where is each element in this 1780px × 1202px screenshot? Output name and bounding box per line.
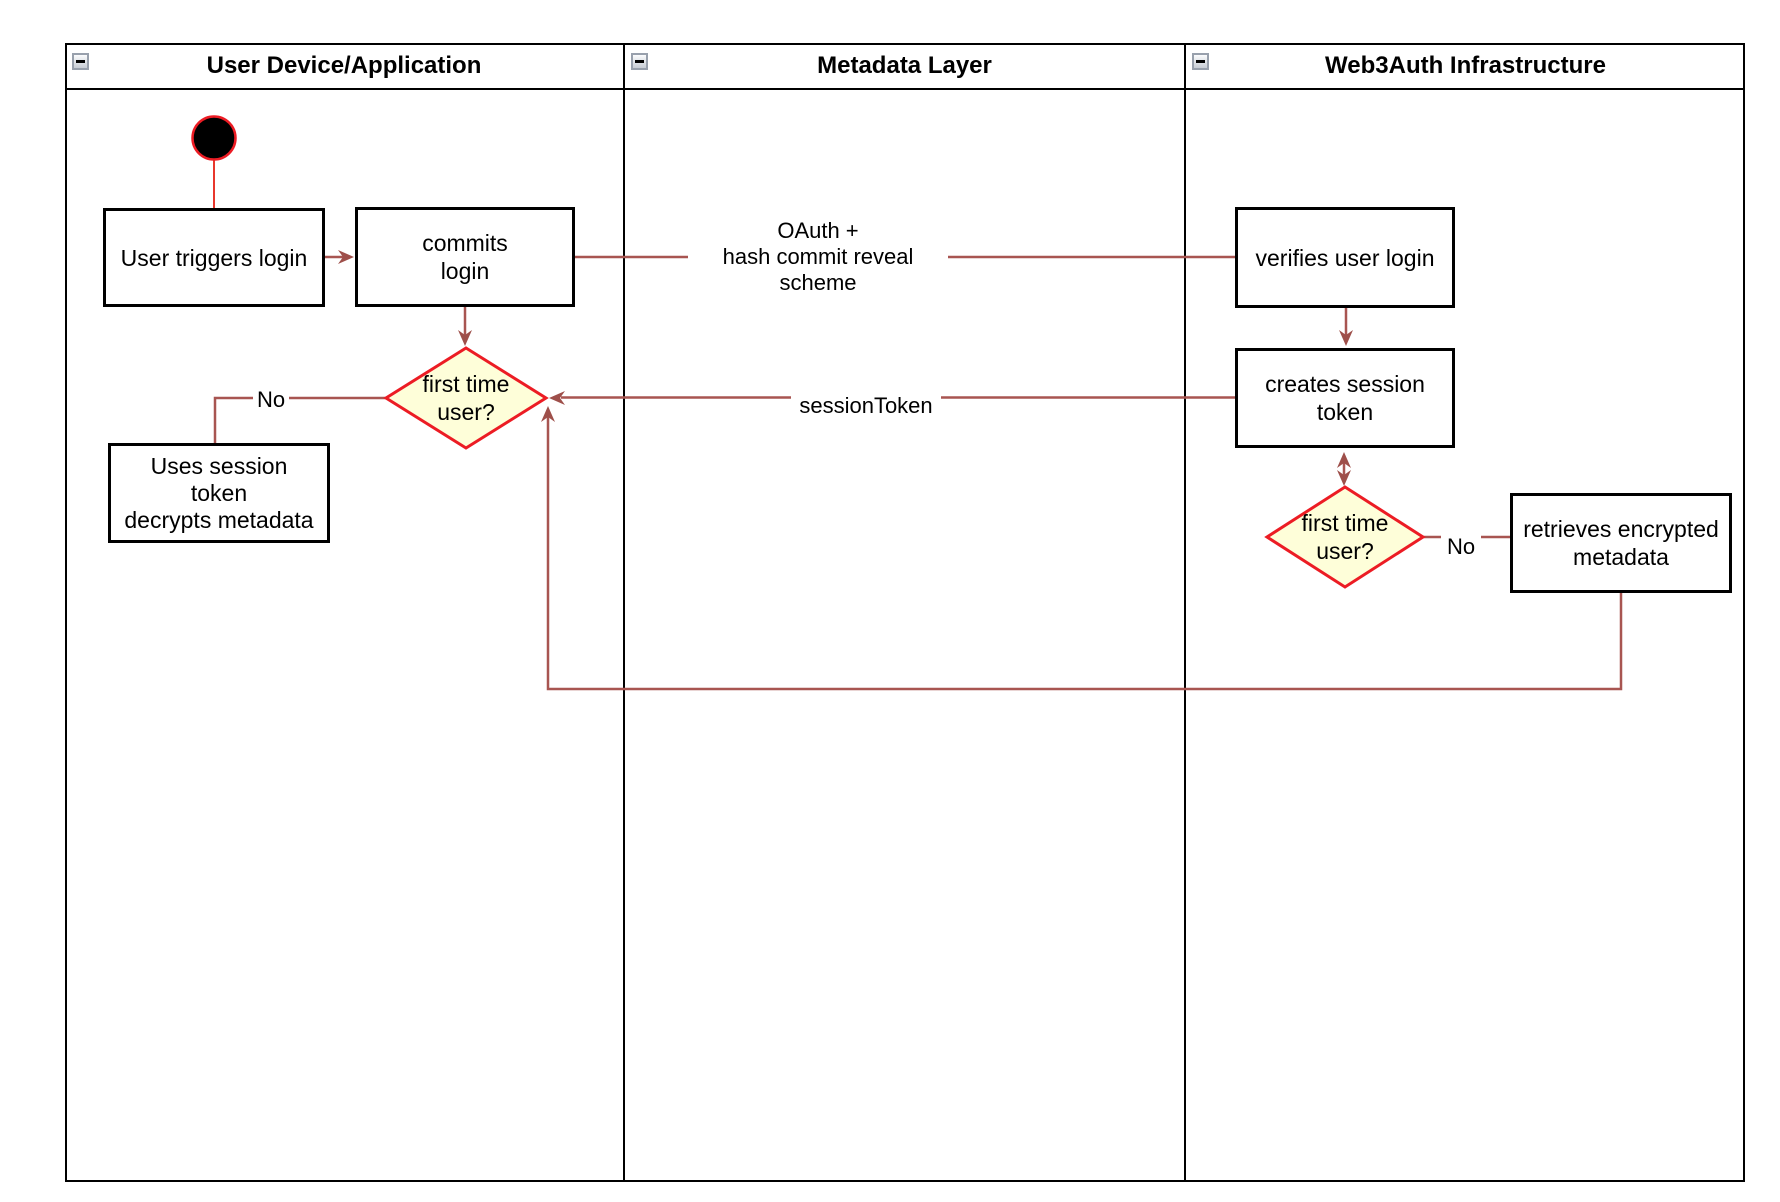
- activity-verifies-user-login[interactable]: verifies user login: [1235, 207, 1455, 308]
- activity-uses-session-token[interactable]: Uses session token decrypts metadata: [108, 443, 330, 543]
- lane-header-underline: [65, 88, 1745, 90]
- lane-divider-1: [623, 43, 625, 1182]
- edge-label-oauth-hash-commit-reveal: OAuth + hash commit reveal scheme: [688, 218, 948, 295]
- minus-icon: [76, 60, 85, 63]
- activity-label: Uses session token decrypts metadata: [124, 452, 314, 533]
- activity-label: verifies user login: [1255, 244, 1435, 271]
- lane-title-user-device: User Device/Application: [206, 51, 482, 79]
- arrowhead-down-into-creates: [1339, 330, 1353, 346]
- arrowhead-down-into-decision1: [458, 330, 472, 346]
- activity-label: User triggers login: [120, 244, 308, 271]
- lane-title-web3auth: Web3Auth Infrastructure: [1325, 51, 1606, 79]
- edge-label-no-device: No: [253, 387, 289, 412]
- arrowhead-left-into-decision1: [549, 391, 565, 405]
- activity-label: commits login: [422, 230, 508, 284]
- lane-divider-2: [1184, 43, 1186, 1182]
- edge-label-no-infra: No: [1441, 534, 1481, 559]
- arrowhead-right-into-commits: [338, 250, 354, 264]
- edge-label-session-token: sessionToken: [791, 393, 941, 419]
- minus-collapse-icon-lane3[interactable]: [1192, 53, 1209, 70]
- arrowhead-up-into-decision1: [541, 406, 555, 422]
- edge-no-to-uses-session: [213, 396, 388, 443]
- edge-retrieves-feedback-loop: [546, 409, 1623, 691]
- activity-creates-session-token[interactable]: creates session token: [1235, 348, 1455, 448]
- activity-commits-login[interactable]: commits login: [355, 207, 575, 307]
- minus-icon: [1196, 60, 1205, 63]
- activity-label: creates session token: [1265, 371, 1425, 425]
- minus-collapse-icon-lane1[interactable]: [72, 53, 89, 70]
- activity-user-triggers-login[interactable]: User triggers login: [103, 208, 325, 307]
- lane-title-metadata-layer: Metadata Layer: [817, 51, 992, 79]
- arrowhead-down-into-decision2: [1337, 470, 1351, 486]
- arrowhead-up-into-creates: [1337, 452, 1351, 468]
- decision-diamond-first-time-user-infra[interactable]: [1264, 485, 1426, 589]
- minus-collapse-icon-lane2[interactable]: [631, 53, 648, 70]
- activity-retrieves-encrypted-metadata[interactable]: retrieves encrypted metadata: [1510, 493, 1732, 593]
- minus-icon: [635, 60, 644, 63]
- decision-diamond-first-time-user-device[interactable]: [383, 346, 549, 450]
- start-node-circle[interactable]: [191, 115, 237, 161]
- activity-label: retrieves encrypted metadata: [1523, 516, 1719, 570]
